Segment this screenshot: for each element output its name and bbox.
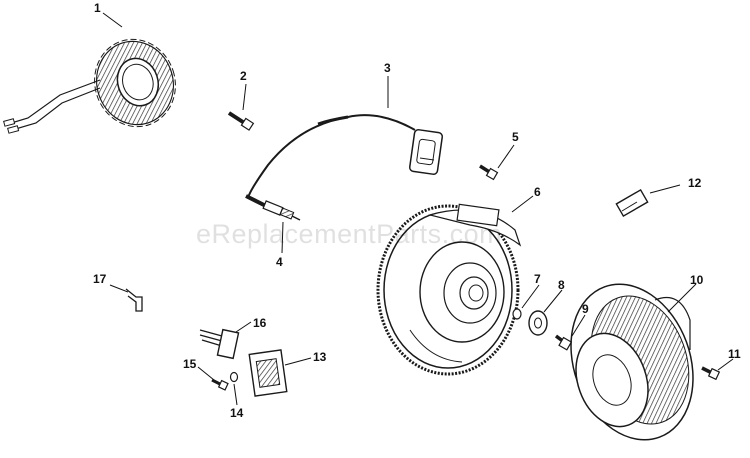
washer-part-14[interactable] [229,371,239,383]
connector-part[interactable] [199,328,240,360]
callout-7: 7 [534,272,541,286]
callout-5: 5 [512,130,519,144]
washer-part-8[interactable] [528,310,548,336]
stator-part[interactable] [3,29,187,137]
sleeve-part[interactable] [615,188,649,218]
callout-15: 15 [183,357,197,371]
washer-part-7[interactable] [512,308,522,320]
callout-2: 2 [240,69,247,83]
callout-8: 8 [558,278,565,292]
callout-16: 16 [253,316,267,330]
flywheel-part[interactable] [376,203,522,376]
callout-3: 3 [384,61,391,75]
clip-part[interactable] [125,288,143,312]
callout-13: 13 [313,350,327,364]
bolt-part-2[interactable] [227,111,255,131]
ignition-module-part[interactable] [247,114,444,199]
screw-part-11[interactable] [701,366,721,381]
callout-numbers: 1 2 3 4 5 6 7 8 9 10 11 12 13 14 15 16 1… [93,1,741,420]
callout-12: 12 [688,176,702,190]
callout-17: 17 [93,272,107,286]
watermark-text: eReplacementParts.com [196,219,502,249]
rectifier-part[interactable] [248,349,288,397]
callout-10: 10 [690,273,704,287]
screw-part-5[interactable] [479,164,499,181]
bolt-part-9[interactable] [554,334,573,351]
screw-part-15[interactable] [211,378,229,391]
callout-11: 11 [728,347,741,361]
callout-1: 1 [94,1,101,15]
callout-4: 4 [276,255,283,269]
spark-plug-part[interactable] [245,194,301,221]
callout-9: 9 [582,302,589,316]
callout-leaders [102,12,734,406]
callout-14: 14 [230,406,244,420]
fan-part[interactable] [550,267,714,457]
callout-6: 6 [534,185,541,199]
